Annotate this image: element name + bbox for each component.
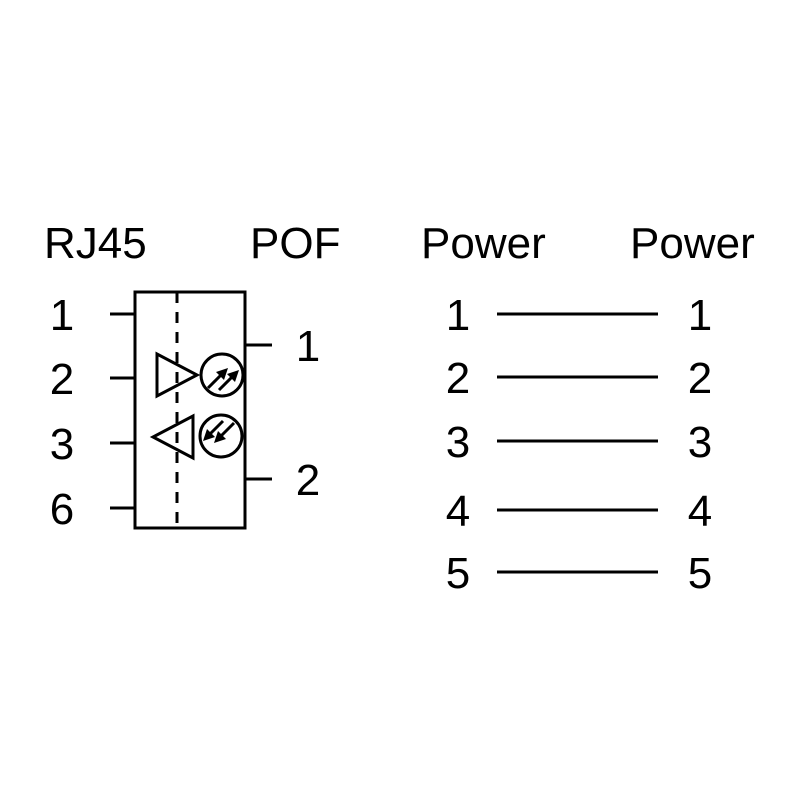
transmitter-symbol-group bbox=[155, 351, 245, 399]
power-right-label-4: 4 bbox=[688, 487, 712, 536]
rj45-pin-label-1: 1 bbox=[50, 291, 74, 340]
converter-box-outline bbox=[133, 290, 247, 530]
power-row: 2 2 bbox=[446, 354, 712, 403]
rj45-pin-label-6: 6 bbox=[50, 485, 74, 534]
power-left-label-4: 4 bbox=[446, 487, 470, 536]
rj45-pin-label-2: 2 bbox=[50, 355, 74, 404]
power-wiring-group: 1 1 2 2 3 3 4 4 bbox=[446, 291, 712, 598]
power-row: 3 3 bbox=[446, 418, 712, 467]
power-left-label-5: 5 bbox=[446, 549, 470, 598]
receiver-triangle-icon bbox=[149, 413, 195, 461]
transmitter-triangle-icon bbox=[155, 351, 201, 399]
power-right-label-5: 5 bbox=[688, 549, 712, 598]
pof-pin-label-1: 1 bbox=[296, 322, 320, 371]
receiver-symbol-group bbox=[149, 413, 244, 461]
heading-power-right: Power bbox=[630, 219, 755, 268]
heading-rj45: RJ45 bbox=[44, 219, 147, 268]
power-right-label-1: 1 bbox=[688, 291, 712, 340]
power-left-label-3: 3 bbox=[446, 418, 470, 467]
pof-pin-label-2: 2 bbox=[296, 456, 320, 505]
power-row: 1 1 bbox=[446, 291, 712, 340]
power-row: 5 5 bbox=[446, 549, 712, 598]
led-emitter-circle-icon bbox=[199, 352, 245, 398]
power-left-label-2: 2 bbox=[446, 354, 470, 403]
detector-arrow-head-2 bbox=[203, 429, 215, 441]
converter-block: 1 2 3 6 1 2 bbox=[50, 290, 320, 534]
emitter-arrow-head-1 bbox=[216, 368, 228, 380]
detector-arrow-head-1 bbox=[214, 431, 226, 443]
photodiode-detector-icon bbox=[203, 419, 236, 443]
heading-power-left: Power bbox=[421, 219, 546, 268]
photodiode-detector-circle-icon bbox=[198, 413, 244, 459]
power-right-label-3: 3 bbox=[688, 418, 712, 467]
heading-pof: POF bbox=[250, 219, 340, 268]
power-right-label-2: 2 bbox=[688, 354, 712, 403]
emitter-arrow-head-2 bbox=[227, 370, 239, 382]
led-emitter-icon bbox=[206, 368, 239, 392]
power-left-label-1: 1 bbox=[446, 291, 470, 340]
rj45-pin-label-3: 3 bbox=[50, 420, 74, 469]
power-row: 4 4 bbox=[446, 487, 712, 536]
